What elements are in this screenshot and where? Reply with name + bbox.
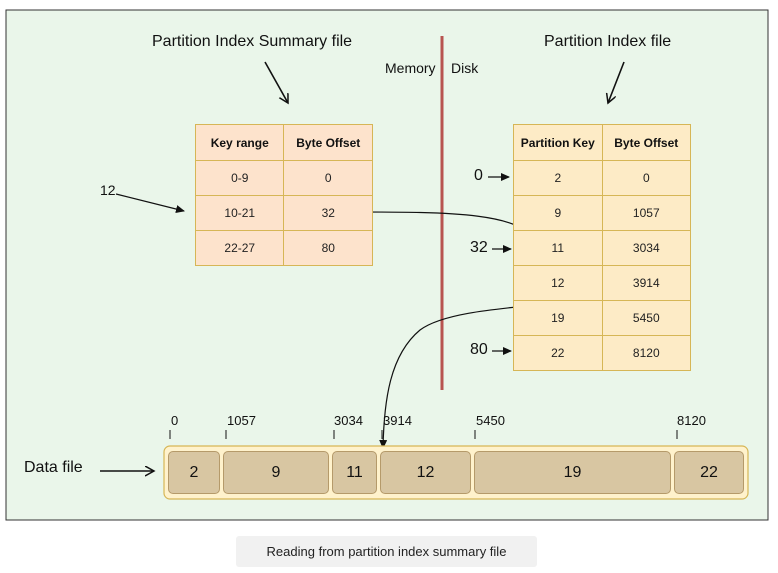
index-header-partition-key: Partition Key xyxy=(513,124,603,161)
summary-header-key-range: Key range xyxy=(194,124,285,161)
index-row: 19 5450 xyxy=(513,300,692,336)
index-pointer-label: 32 xyxy=(470,239,488,256)
figure-caption: Reading from partition index summary fil… xyxy=(236,536,537,567)
index-cell-partition-key: 19 xyxy=(513,300,603,336)
summary-cell-key-range: 22-27 xyxy=(194,230,285,266)
offset-label: 8120 xyxy=(677,413,706,428)
index-cell-partition-key: 9 xyxy=(513,195,603,231)
index-cell-partition-key: 2 xyxy=(513,160,603,196)
index-cell-partition-key: 12 xyxy=(513,265,603,301)
data-file-segment: 12 xyxy=(380,451,471,494)
summary-cell-key-range: 0-9 xyxy=(194,160,285,196)
index-row: 2 0 xyxy=(513,160,692,196)
summary-row: 0-9 0 xyxy=(194,160,373,196)
summary-row: 22-27 80 xyxy=(194,230,373,266)
summary-title-arrow xyxy=(264,61,288,103)
data-file-segment: 22 xyxy=(674,451,744,494)
offset-label: 3034 xyxy=(334,413,363,428)
summary-file-title: Partition Index Summary file xyxy=(152,33,353,50)
summary-cell-byte-offset: 0 xyxy=(283,160,373,196)
index-row: 9 1057 xyxy=(513,195,692,231)
index-title-arrow xyxy=(608,61,625,103)
disk-label: Disk xyxy=(451,60,479,76)
index-table: Partition Key Byte Offset 2 0 9 1057 11 … xyxy=(513,124,692,371)
index-cell-byte-offset: 3034 xyxy=(601,230,692,266)
memory-label: Memory xyxy=(385,60,436,76)
data-file-segment: 9 xyxy=(223,451,329,494)
index-row: 11 3034 xyxy=(513,230,692,266)
index-row: 12 3914 xyxy=(513,265,692,301)
offset-label: 3914 xyxy=(383,413,412,428)
offset-label: 0 xyxy=(171,413,179,428)
data-file-segment: 19 xyxy=(474,451,671,494)
index-cell-byte-offset: 1057 xyxy=(601,195,692,231)
summary-table: Key range Byte Offset 0-9 0 10-21 32 22-… xyxy=(194,124,373,266)
index-cell-byte-offset: 3914 xyxy=(601,265,692,301)
data-file-segment: 11 xyxy=(332,451,377,494)
index-cell-byte-offset: 0 xyxy=(601,160,692,196)
summary-header-byte-offset: Byte Offset xyxy=(283,124,373,161)
index-cell-partition-key: 11 xyxy=(513,230,603,266)
summary-cell-byte-offset: 32 xyxy=(283,195,373,231)
index-cell-byte-offset: 8120 xyxy=(601,335,692,371)
data-file-segment: 2 xyxy=(168,451,220,494)
index-cell-partition-key: 22 xyxy=(513,335,603,371)
index-pointer-label: 0 xyxy=(474,167,483,184)
data-file-label: Data file xyxy=(24,459,83,476)
index-cell-byte-offset: 5450 xyxy=(601,300,692,336)
summary-cell-byte-offset: 80 xyxy=(283,230,373,266)
index-file-title: Partition Index file xyxy=(544,33,672,50)
summary-cell-key-range: 10-21 xyxy=(194,195,285,231)
summary-row: 10-21 32 xyxy=(194,195,373,231)
lookup-key-label: 12 xyxy=(100,182,116,198)
lookup-key-arrow xyxy=(115,193,185,213)
offset-label: 5450 xyxy=(476,413,505,428)
offset-label: 1057 xyxy=(227,413,256,428)
index-pointer-label: 80 xyxy=(470,341,488,358)
index-header-byte-offset: Byte Offset xyxy=(601,124,692,161)
index-row: 22 8120 xyxy=(513,335,692,371)
